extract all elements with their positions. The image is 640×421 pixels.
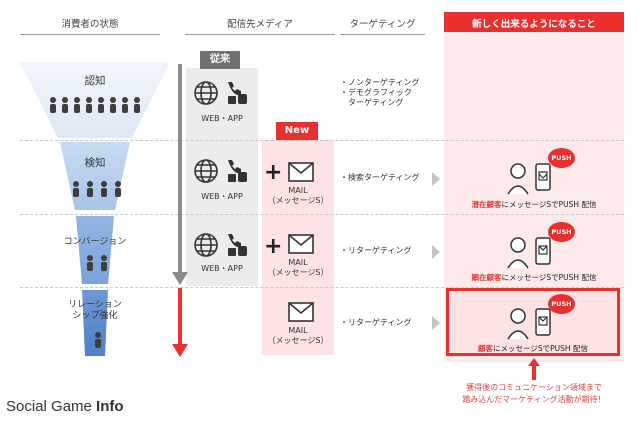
arrow-right-icon xyxy=(432,172,440,186)
row-separator xyxy=(20,287,624,288)
row-separator xyxy=(20,214,624,215)
row-separator xyxy=(20,140,624,141)
mail-icon xyxy=(288,234,314,254)
person-phone-icon xyxy=(507,163,551,195)
header-underline xyxy=(20,34,160,35)
mail-icon xyxy=(288,162,314,182)
header-new-capability-bg xyxy=(444,12,624,32)
mail-icon xyxy=(288,302,314,322)
watermark: Social Game Info xyxy=(6,398,124,415)
push-badge: PUSH xyxy=(548,222,575,242)
push-badge: PUSH xyxy=(548,294,575,314)
targeting-text: ・ノンターゲティング ・デモグラフィック ターゲティング xyxy=(340,78,420,107)
capability-caption: 潜在顧客にメッセージSでPUSH 配信 xyxy=(471,200,597,209)
arrow-down-icon xyxy=(172,344,188,357)
person-phone-icon xyxy=(507,237,551,269)
footnote: 獲得後のコミュニケーション領域まで 踏み込んだマーケティング活動が期待！ xyxy=(462,383,606,404)
header-underline xyxy=(185,34,335,35)
web-app-label: WEB・APP xyxy=(201,114,243,123)
web-app-icon xyxy=(194,159,247,183)
web-app-label: WEB・APP xyxy=(201,264,243,273)
highlight-box xyxy=(446,288,620,356)
header-targeting: ターゲティング xyxy=(349,19,416,30)
targeting-text: ・検索ターゲティング xyxy=(340,173,420,182)
targeting-text: ・リターゲティング xyxy=(340,318,412,327)
web-app-icon xyxy=(194,233,247,257)
targeting-text: ・リターゲティング xyxy=(340,246,412,255)
arrow-right-icon xyxy=(432,316,440,330)
legacy-badge: 従来 xyxy=(200,51,240,69)
capability-caption: 顕在顧客にメッセージSでPUSH 配信 xyxy=(471,273,597,282)
stage-name: 認知 xyxy=(84,75,106,87)
new-badge: New xyxy=(276,122,318,140)
person-phone-icon xyxy=(507,308,551,340)
mail-label: MAIL （メッセージS） xyxy=(267,258,329,277)
people-group-icon xyxy=(87,255,107,271)
web-app-icon xyxy=(194,81,247,105)
person-icon xyxy=(95,332,101,348)
stage-name: コンバージョン xyxy=(63,237,127,247)
plus-icon: + xyxy=(264,160,283,185)
web-app-label: WEB・APP xyxy=(201,192,243,201)
arrow-right-icon xyxy=(432,245,440,259)
timeline-line-gray xyxy=(178,64,182,278)
arrow-down-icon xyxy=(172,272,188,285)
header-new-capability: 新しく出来るようになること xyxy=(472,19,596,30)
plus-icon: + xyxy=(264,234,283,259)
stage-name: リレーション シップ強化 xyxy=(68,300,122,321)
mail-label: MAIL （メッセージS） xyxy=(267,186,329,205)
timeline-line-red xyxy=(178,288,182,348)
people-group-icon xyxy=(50,97,140,113)
push-badge: PUSH xyxy=(548,148,575,168)
stage-name: 検知 xyxy=(84,157,106,169)
mail-label: MAIL （メッセージS） xyxy=(267,326,329,345)
header-media: 配信先メディア xyxy=(227,19,293,30)
capability-caption: 顧客にメッセージSでPUSH 配信 xyxy=(478,344,588,353)
people-group-icon xyxy=(73,181,121,197)
arrow-up-icon xyxy=(528,358,540,380)
header-consumer-state: 消費者の状態 xyxy=(61,19,119,30)
header-underline xyxy=(340,34,425,35)
